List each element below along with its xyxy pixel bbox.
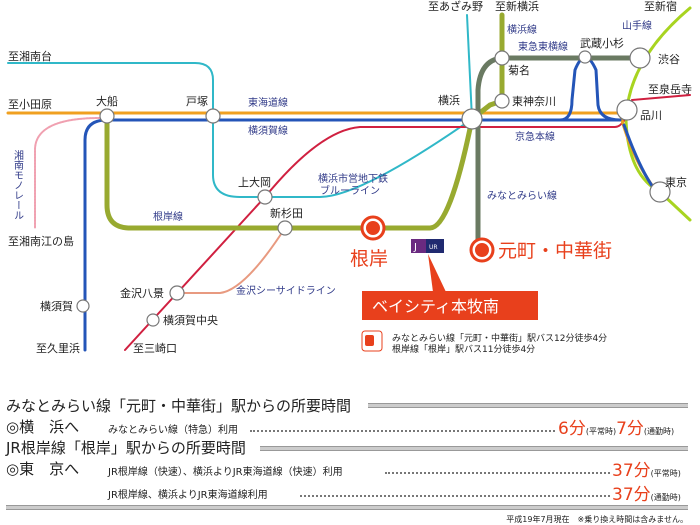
station-shinsugita <box>277 220 293 236</box>
linelabel-seaside: 金沢シーサイドライン <box>236 284 336 297</box>
property-banner <box>362 291 538 320</box>
label-tokyo: 東京 <box>665 175 687 189</box>
linelabel-blueline1: 横浜市営地下鉄 <box>318 172 388 185</box>
callout-pointer <box>428 254 446 292</box>
dest-shinjuku: 至新宿 <box>644 0 677 13</box>
heading-negishi: JR根岸線「根岸」駅からの所要時間 <box>6 439 246 457</box>
highlight-stations <box>360 215 495 263</box>
label-yokohama: 横浜 <box>438 93 460 107</box>
rail-map: 大船 戸塚 横浜 菊名 東神奈川 武蔵小杉 渋谷 品川 東京 上大岡 新杉田 金… <box>6 0 692 355</box>
footnote: 平成19年7月現在 ※乗り換え時間は含みません。 <box>506 515 688 524</box>
divider <box>368 403 688 408</box>
linelabel-negishi: 根岸線 <box>153 210 183 223</box>
dest-yokohama: ◎横 浜へ <box>6 418 80 436</box>
label-kamiooka: 上大岡 <box>238 175 271 189</box>
linelabel-blueline2: ブルーライン <box>320 184 380 197</box>
svg-text:J: J <box>413 242 417 253</box>
linelabel-yamanote: 山手線 <box>622 19 652 32</box>
property-name: ベイシティ本牧南 <box>372 297 499 316</box>
station-tokyo <box>649 181 671 203</box>
dest-shonandai: 至湘南台 <box>8 49 52 63</box>
label-shinagawa: 品川 <box>640 109 662 122</box>
station-kanazawahakkei <box>169 285 185 301</box>
dest-kurihama: 至久里浜 <box>36 342 80 355</box>
divider <box>6 505 688 510</box>
divider <box>260 446 688 451</box>
linelabel-yokohamaline: 横浜線 <box>507 23 537 36</box>
time-1: 6分(平常時)7分(通勤時) <box>558 419 675 439</box>
heading-motomachi: みなとみらい線「元町・中華街」駅からの所要時間 <box>6 397 352 415</box>
label-totsuka: 戸塚 <box>186 95 208 108</box>
station-kikuna <box>494 50 510 66</box>
line-monorail <box>34 117 101 229</box>
station-yokosuka <box>76 299 90 313</box>
linelabel-toyoko: 東急東横線 <box>518 40 568 53</box>
svg-text:UR: UR <box>429 244 438 251</box>
linelabel-tokaido: 東海道線 <box>248 96 288 109</box>
line-seaside <box>176 227 286 294</box>
station-shibuya <box>629 47 651 69</box>
time-2: 37分(平常時) <box>612 461 681 481</box>
dest-enoshima: 至湘南江の島 <box>8 234 74 248</box>
bus-icon <box>361 330 383 352</box>
label-yokosukachuo: 横須賀中央 <box>163 313 218 327</box>
label-kanazawahakkei: 金沢八景 <box>120 286 164 300</box>
linelabel-monorail: 湘南モノレール <box>12 149 24 220</box>
route-3: JR根岸線、横浜よりJR東海道線利用 <box>108 490 268 501</box>
label-yokosuka: 横須賀 <box>40 299 73 313</box>
label-higashikanagawa: 東神奈川 <box>512 94 556 108</box>
time-3: 37分(通勤時) <box>612 485 681 505</box>
route-1: みなとみらい線（特急）利用 <box>108 425 238 436</box>
station-totsuka <box>205 108 221 124</box>
station-shinagawa <box>616 99 638 121</box>
line-blueline <box>7 14 474 198</box>
station-yokosukachuo <box>146 313 160 327</box>
label-ofuna: 大船 <box>96 94 118 108</box>
label-shinsugita: 新杉田 <box>270 206 303 220</box>
dest-tokyo: ◎東 京へ <box>6 460 80 478</box>
route-2: JR根岸線（快速）、横浜よりJR東海道線（快速）利用 <box>108 467 343 478</box>
station-musashikosugi <box>578 50 592 64</box>
station-markers <box>76 47 671 327</box>
station-kamiooka <box>257 189 273 205</box>
line-negishi <box>104 12 505 231</box>
dest-misakiguchi: 至三崎口 <box>133 341 177 355</box>
dest-azamino: 至あざみ野 <box>428 0 483 13</box>
station-higashikanagawa <box>494 93 510 109</box>
linelabel-keikyu: 京急本線 <box>515 130 555 143</box>
station-yokohama <box>461 108 483 130</box>
station-ofuna <box>99 108 115 124</box>
label-negishi: 根岸 <box>350 248 388 270</box>
dest-odawara: 至小田原 <box>8 98 52 111</box>
label-shibuya: 渋谷 <box>658 53 680 66</box>
access-line-1: みなとみらい線「元町・中華街」駅バス12分徒歩4分 <box>392 332 607 344</box>
linelabel-yokosuka: 横須賀線 <box>248 124 288 137</box>
ur-logo-icon: UR J <box>411 239 444 253</box>
linelabel-minatomirai: みなとみらい線 <box>487 189 557 202</box>
access-line-2: 根岸線「根岸」駅バス11分徒歩4分 <box>392 343 535 355</box>
label-musashikosugi: 武蔵小杉 <box>580 36 624 50</box>
dest-shinyokohama: 至新横浜 <box>495 0 539 13</box>
label-motomachi: 元町・中華街 <box>498 240 612 262</box>
dest-sengakuji: 至泉岳寺 <box>648 82 692 96</box>
label-kikuna: 菊名 <box>508 63 530 77</box>
